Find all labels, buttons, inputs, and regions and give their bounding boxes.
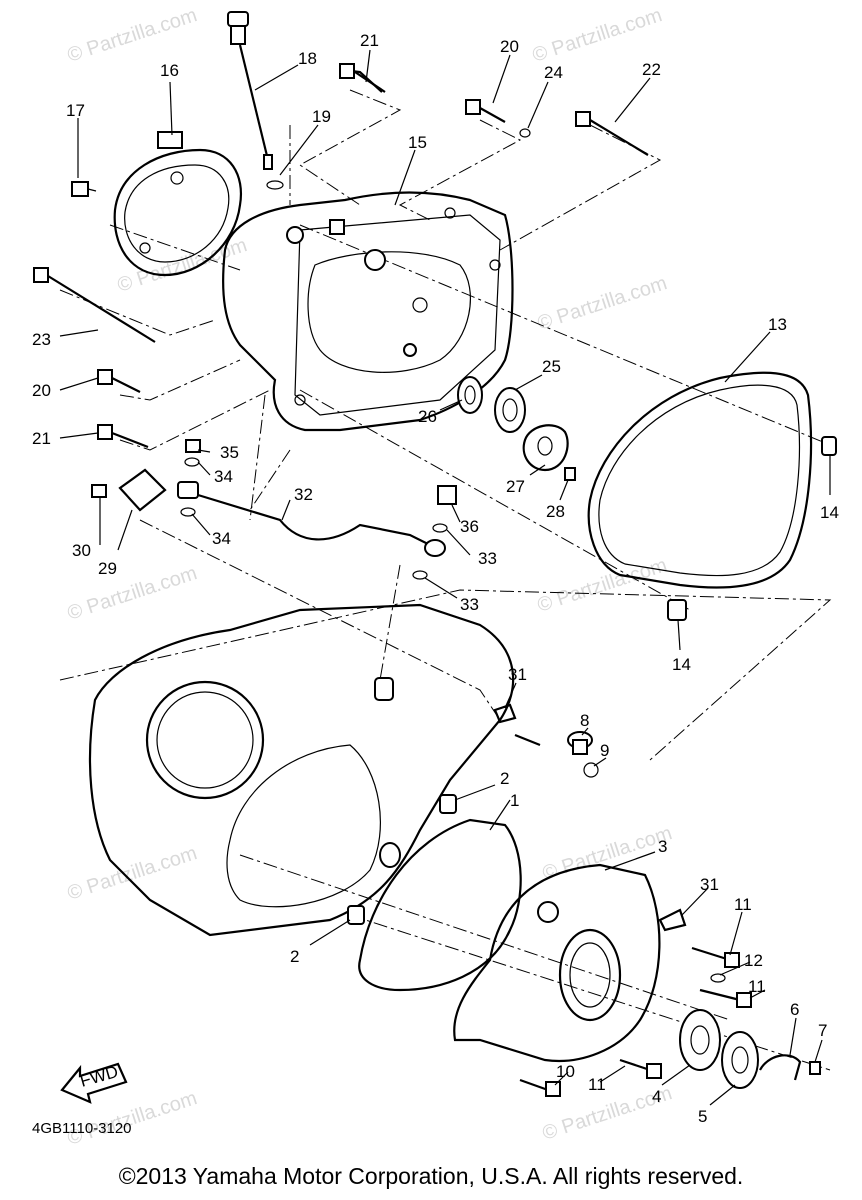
part-17-bolt <box>71 181 97 197</box>
watermark-text: © Partzilla.com <box>530 4 665 67</box>
callout-14a: 14 <box>820 503 839 522</box>
callouts: 16 17 18 19 21 20 24 22 15 23 20 21 13 2… <box>32 31 839 1126</box>
callout-6: 6 <box>790 1000 799 1019</box>
bolts-top <box>33 63 649 449</box>
watermark-text: © Partzilla.com <box>535 554 670 617</box>
part-19-oring <box>266 180 284 190</box>
watermarks: © Partzilla.com © Partzilla.com © Partzi… <box>65 4 675 1150</box>
watermark-text: © Partzilla.com <box>65 562 200 625</box>
callout-9: 9 <box>600 741 609 760</box>
oil-pipe-assembly <box>91 439 457 580</box>
callout-15: 15 <box>408 133 427 152</box>
seals-and-plate <box>457 376 576 481</box>
fwd-arrow: FWD <box>60 1062 128 1104</box>
watermark-text: © Partzilla.com <box>65 4 200 67</box>
callout-2a: 2 <box>500 769 509 788</box>
callout-33a: 33 <box>478 549 497 568</box>
plug-and-oring <box>567 731 599 778</box>
callout-16: 16 <box>160 61 179 80</box>
callout-13: 13 <box>768 315 787 334</box>
callout-31b: 31 <box>700 875 719 894</box>
callout-11b: 11 <box>748 977 766 996</box>
callout-3: 3 <box>658 837 667 856</box>
copyright-notice: ©2013 Yamaha Motor Corporation, U.S.A. A… <box>118 1163 744 1189</box>
callout-19: 19 <box>312 107 331 126</box>
part-16-cover-plate <box>113 131 243 277</box>
callout-4: 4 <box>652 1087 661 1106</box>
callout-1: 1 <box>510 791 519 810</box>
part-3-cover <box>453 863 661 1062</box>
bolts-right <box>519 946 752 1097</box>
callout-12: 12 <box>744 951 763 970</box>
watermark-text: © Partzilla.com <box>540 822 675 885</box>
leader-lines <box>59 49 831 1106</box>
callout-21: 21 <box>360 31 379 50</box>
callout-24: 24 <box>544 63 563 82</box>
callout-20b: 20 <box>32 381 51 400</box>
callout-26: 26 <box>418 407 437 426</box>
callout-11c: 11 <box>588 1075 606 1094</box>
bearing-seal-clip <box>679 1009 821 1089</box>
callout-34a: 34 <box>214 467 233 486</box>
callout-29: 29 <box>98 559 117 578</box>
part-14-dowels <box>667 436 837 621</box>
callout-34b: 34 <box>212 529 231 548</box>
part-18-dipstick <box>227 11 273 170</box>
callout-25: 25 <box>542 357 561 376</box>
watermark-text: © Partzilla.com <box>65 842 200 905</box>
callout-2b: 2 <box>290 947 299 966</box>
part-2-dowels <box>347 794 457 925</box>
callout-21b: 21 <box>32 429 51 448</box>
callout-23: 23 <box>32 330 51 349</box>
callout-28: 28 <box>546 502 565 521</box>
callout-7: 7 <box>818 1021 827 1040</box>
callout-27: 27 <box>506 477 525 496</box>
callout-18: 18 <box>298 49 317 68</box>
callout-35: 35 <box>220 443 239 462</box>
callout-17: 17 <box>66 101 85 120</box>
callout-8: 8 <box>580 711 589 730</box>
watermark-text: © Partzilla.com <box>535 272 670 335</box>
callout-30: 30 <box>72 541 91 560</box>
callout-36: 36 <box>460 517 479 536</box>
assembly-lines <box>59 89 832 1071</box>
callout-32: 32 <box>294 485 313 504</box>
part-15-crankcase-cover <box>222 191 514 432</box>
callout-5: 5 <box>698 1107 707 1126</box>
callout-20: 20 <box>500 37 519 56</box>
callout-31a: 31 <box>508 665 527 684</box>
callout-22: 22 <box>642 60 661 79</box>
diagram-reference-code: 4GB1110-3120 <box>32 1120 132 1137</box>
callout-10: 10 <box>556 1062 575 1081</box>
part-13-gasket <box>587 371 813 589</box>
callout-14b: 14 <box>672 655 691 674</box>
crankcase <box>88 603 515 937</box>
callout-33b: 33 <box>460 595 479 614</box>
part-1-gasket <box>358 818 522 992</box>
watermark-text: © Partzilla.com <box>65 1087 200 1150</box>
callout-11a: 11 <box>734 895 752 914</box>
